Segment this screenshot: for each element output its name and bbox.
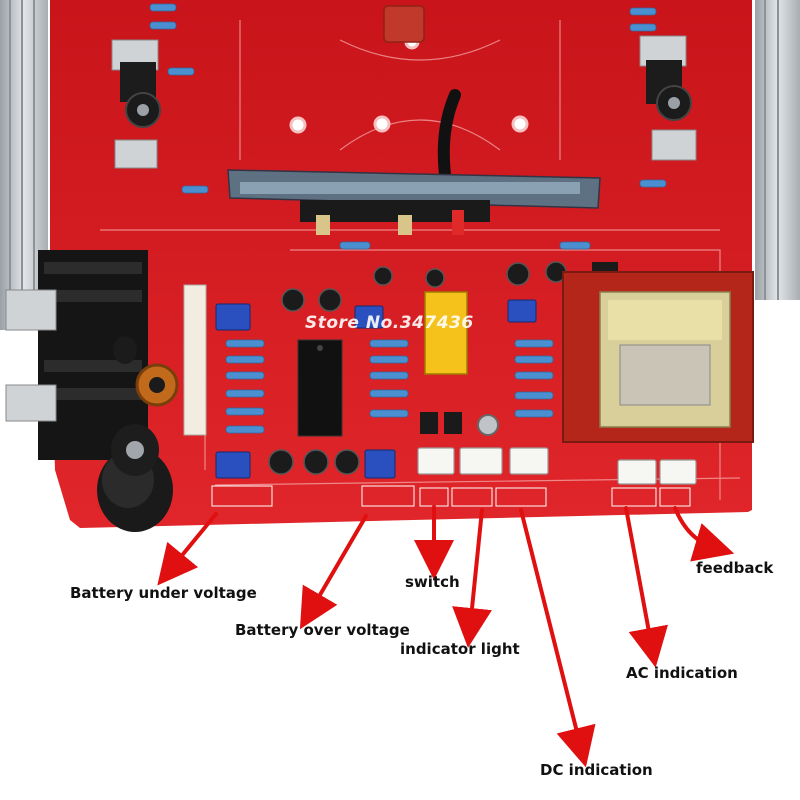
bottom-left-capacitors <box>97 336 173 532</box>
top-capacitors <box>125 85 692 128</box>
store-watermark: Store No.347436 <box>305 313 474 333</box>
arrow-battery-under-voltage <box>157 512 218 586</box>
relay <box>424 291 468 375</box>
label-dc-indication: DC indication <box>540 761 653 779</box>
dip-ic <box>297 339 343 437</box>
arrow-battery-over-voltage <box>299 514 368 630</box>
arrow-ac-indication <box>624 506 669 668</box>
label-battery-under-voltage: Battery under voltage <box>70 584 257 602</box>
trimmer-pots <box>215 299 537 479</box>
label-ac-indication: AC indication <box>626 664 738 682</box>
toroid-inductor <box>135 363 179 407</box>
black-wire <box>437 89 461 181</box>
arrow-dc-indication <box>519 508 596 768</box>
label-battery-over-voltage: Battery over voltage <box>235 621 410 639</box>
arrow-feedback <box>673 506 735 562</box>
callout-arrows <box>157 505 735 768</box>
label-indicator-light: indicator light <box>400 640 520 658</box>
heatsink-right <box>755 0 800 300</box>
spwm-daughter-board <box>227 169 601 235</box>
arrow-indicator-light <box>452 508 492 648</box>
left-terminal-block <box>183 284 207 436</box>
resistor-array <box>225 241 591 434</box>
film-capacitor-top <box>383 5 425 43</box>
indicator-led <box>477 414 499 436</box>
bottom-connectors <box>417 447 697 485</box>
top-resistors <box>149 3 667 194</box>
mid-capacitors <box>268 261 567 475</box>
label-feedback: feedback <box>696 559 774 577</box>
power-transformer <box>562 271 754 443</box>
label-switch: switch <box>405 573 460 591</box>
